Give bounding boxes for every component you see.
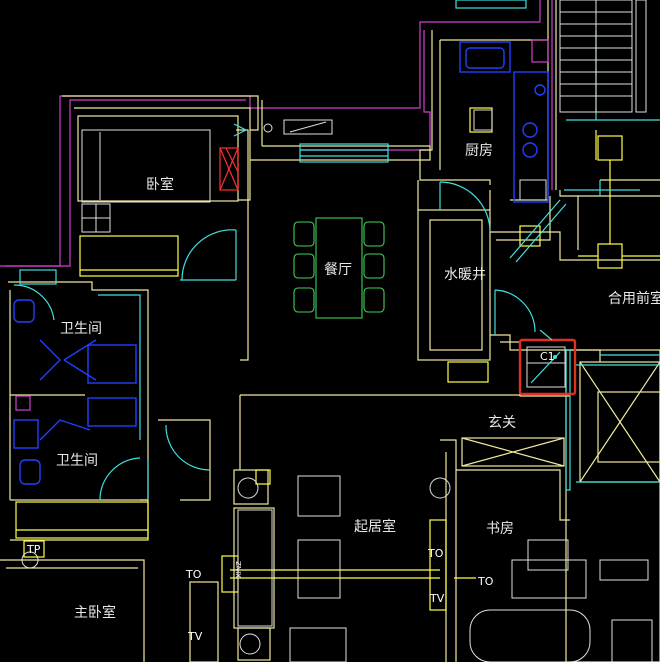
tag-to-2: TO: [427, 547, 444, 560]
room-shared-front-room: 合用前室: [608, 290, 660, 307]
tp-box: [23, 540, 45, 558]
room-kitchen: 厨房: [465, 143, 493, 159]
tag-to-1: TO: [185, 568, 202, 581]
partitions: [15, 107, 660, 611]
room-bedroom: 卧室: [146, 176, 174, 193]
room-entrance: 玄关: [488, 414, 516, 431]
tag-tv-2: TV: [429, 592, 445, 605]
room-water-heating-well: 水暖井: [444, 267, 486, 283]
tag-tp: TP: [26, 543, 41, 556]
pipes: [233, 123, 567, 341]
c1-label: C1: [540, 350, 555, 363]
room-bathroom-1: 卫生间: [60, 321, 102, 337]
tag-tv-1: TV: [187, 630, 203, 643]
c1-highlight-box[interactable]: [518, 338, 577, 396]
room-study: 书房: [486, 521, 514, 537]
windows-doors: [13, 0, 660, 501]
staircase: [559, 0, 647, 113]
tag-to-3: TO: [477, 575, 494, 588]
room-bathroom-2: 卫生间: [56, 453, 98, 469]
room-living-room: 起居室: [354, 518, 396, 535]
tag-xinz: XINZ: [235, 561, 243, 578]
furniture: [13, 39, 653, 662]
room-master-bedroom: 主卧室: [74, 604, 116, 621]
room-dining: 餐厅: [324, 262, 352, 278]
vent-hatch: [219, 147, 239, 191]
